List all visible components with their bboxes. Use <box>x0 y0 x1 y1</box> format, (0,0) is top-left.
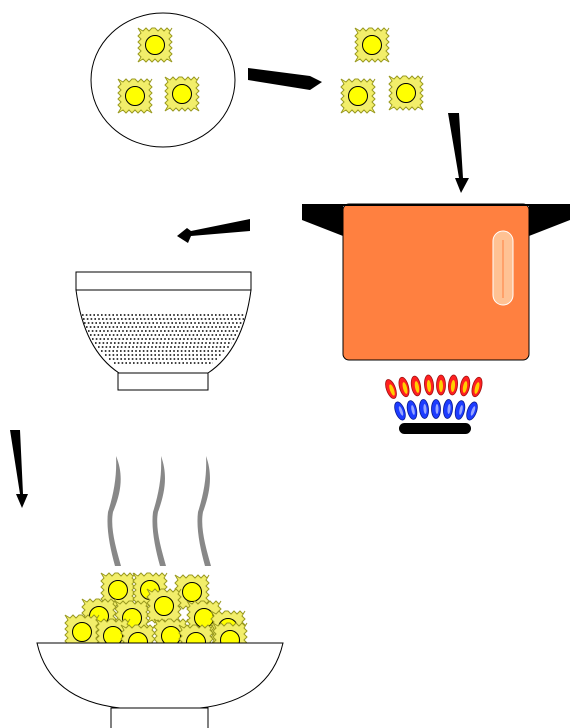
pot-handle-right <box>529 204 570 236</box>
colander-holes <box>82 314 245 364</box>
arrow-down <box>448 113 469 193</box>
arrow-left <box>177 219 250 243</box>
steam-wisp <box>152 456 166 566</box>
steam-wisps <box>107 456 211 566</box>
serving-bowl <box>36 642 284 709</box>
bowl-base <box>110 707 209 728</box>
bowl-served <box>36 572 284 728</box>
ravioli-plate <box>90 12 236 148</box>
colander-rim <box>75 271 252 291</box>
arrow-down-left <box>10 430 28 508</box>
steam-wisp <box>107 456 121 566</box>
steam-wisp <box>197 456 211 566</box>
pot-handle-left <box>302 204 343 236</box>
stove-burner <box>399 423 471 434</box>
pot-on-stove <box>302 203 570 434</box>
colander-bowl <box>75 289 252 374</box>
colander-base <box>117 372 209 391</box>
ravioli-moved <box>340 27 424 114</box>
colander-drain <box>75 271 252 391</box>
arrow-right <box>248 68 322 90</box>
stove-flames <box>385 374 483 421</box>
